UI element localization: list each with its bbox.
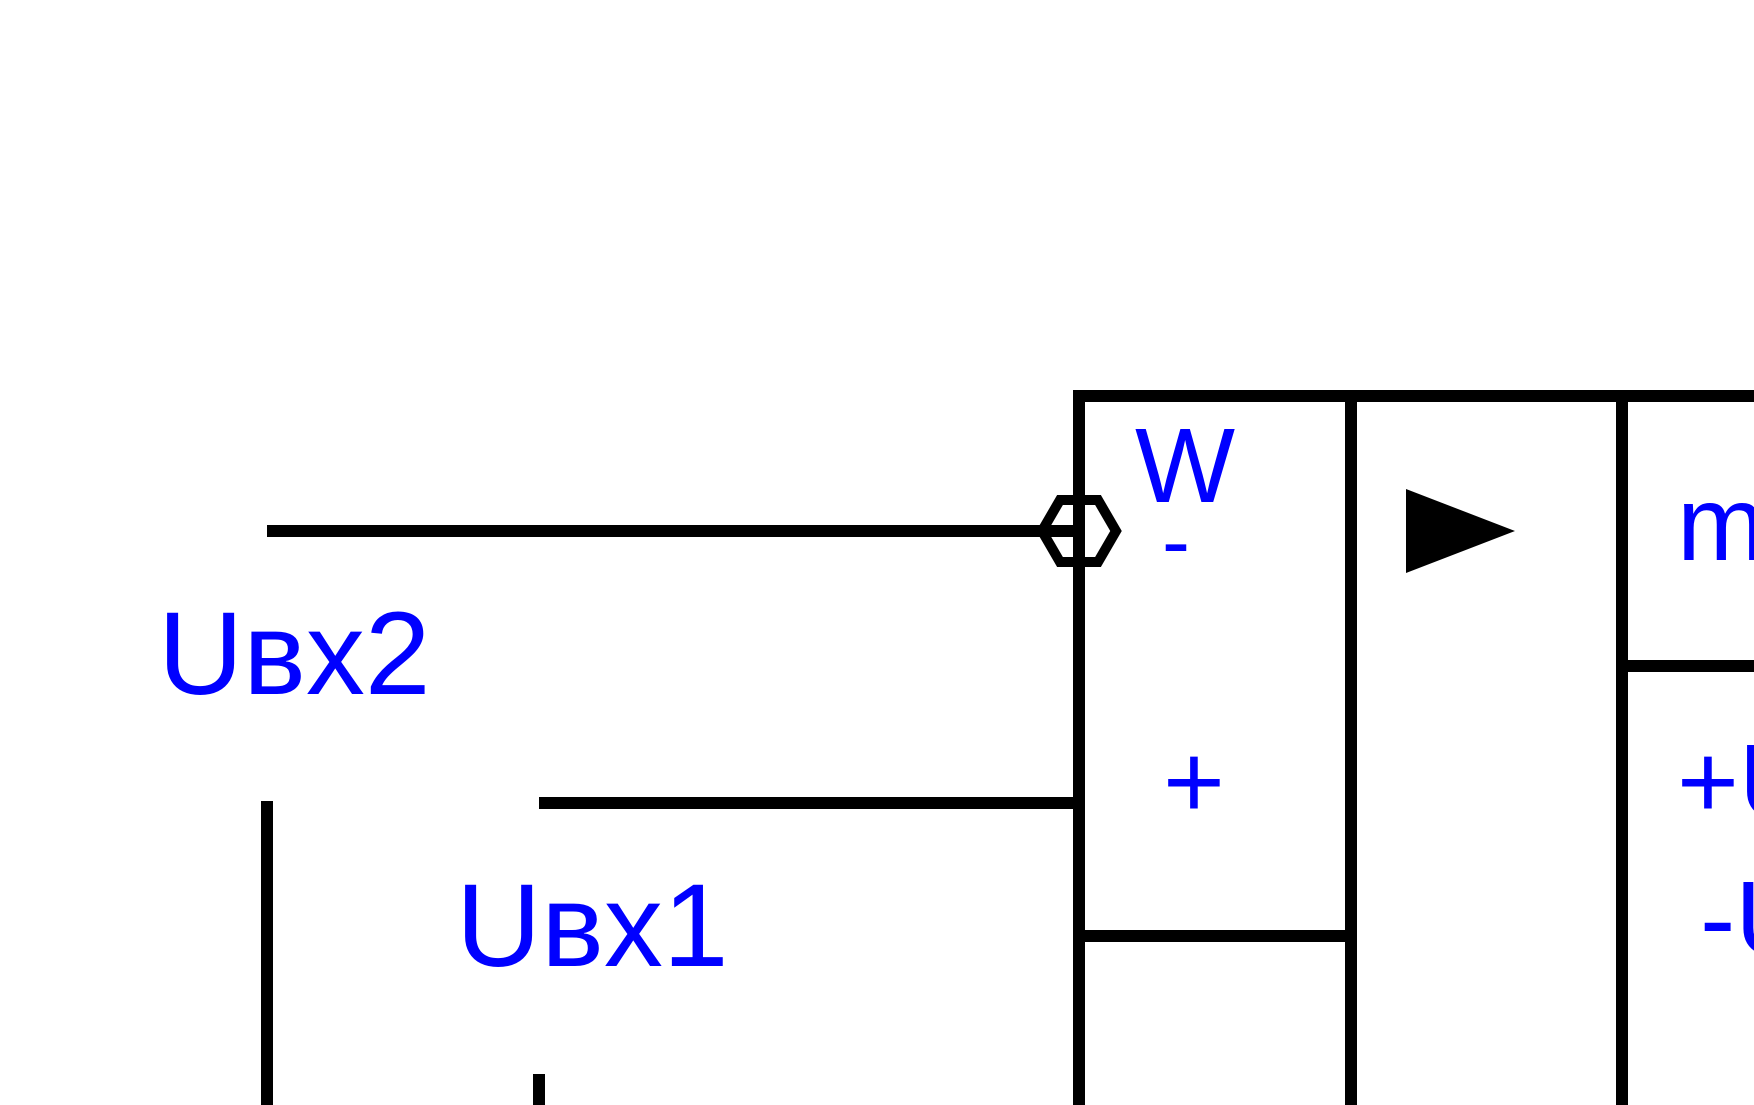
inverting-input-label: - [1162, 494, 1190, 588]
non-inverting-input-label: + [1163, 723, 1225, 841]
negative-supply-label: -U [1700, 860, 1754, 978]
input2-label: Uвх2 [158, 588, 431, 720]
positive-supply-label: +U [1677, 723, 1754, 841]
m-label: m [1677, 465, 1754, 583]
triangle-right-icon [1406, 489, 1515, 573]
input1-label: Uвх1 [456, 860, 729, 992]
circle-inversion-icon [1036, 495, 1122, 567]
w-label: W [1135, 407, 1235, 525]
